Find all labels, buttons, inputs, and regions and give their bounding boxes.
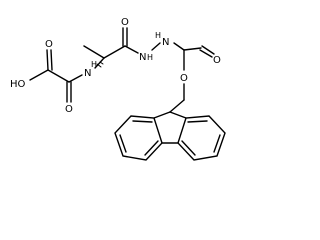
label-ala-carbonyl-o: O: [121, 17, 129, 28]
label-carbamate-o: O: [213, 55, 221, 66]
bond-oxalyl-n: [68, 74, 83, 83]
label-ester-o: O: [180, 73, 188, 84]
bond-carbonyl-n1: [124, 45, 139, 54]
structure-drawing: HO O O N H O N H N H O O: [10, 17, 226, 161]
label-oxalyl-o: O: [65, 104, 73, 115]
bond-carbamate-o-double-a: [201, 45, 215, 55]
label-hydrazide-n2: N: [162, 37, 169, 48]
bond-n-calpha: [94, 57, 105, 69]
label-amide-n: N: [84, 68, 91, 79]
bond-ch2-c9: [169, 99, 185, 113]
label-hydrazide-h1: H: [147, 53, 153, 62]
bond-n1-n2: [151, 42, 161, 51]
bond-c9-right: [169, 111, 187, 119]
right-ring-double-1: [187, 120, 208, 123]
bond-n2-carbamate: [173, 42, 185, 51]
molecule-svg: HO O O N H O N H N H O O: [10, 17, 226, 161]
bond-carbamate-c: [183, 47, 202, 51]
bond-c9-left: [153, 111, 171, 119]
right-ring-double-2: [213, 134, 221, 153]
stereo-hash-2: [96, 63, 102, 68]
fluorene-left-ring: [114, 115, 163, 161]
bond-cooh-c-o-double-b: [50, 49, 53, 71]
bond-carbamate-o-double-b: [199, 49, 213, 58]
right-ring-double-3: [181, 140, 196, 156]
stereo-hash-1: [99, 61, 104, 65]
fluorene-right-ring: [177, 115, 226, 161]
left-ring-double-2: [119, 134, 127, 153]
left-ring-double-1: [132, 120, 153, 123]
label-carboxyl-o: O: [45, 39, 53, 50]
label-hydrazide-n1: N: [139, 52, 146, 63]
bond-cooh-c-oh: [29, 69, 49, 81]
left-ring-double-3: [144, 140, 159, 156]
label-amide-h: H: [91, 60, 97, 69]
bond-calpha-methyl: [83, 45, 105, 59]
bond-cooh-c-o-double-a: [46, 49, 49, 71]
bond-c-c-oxalyl: [47, 69, 70, 83]
label-hydrazide-h2: H: [155, 31, 161, 40]
label-carboxyl-oh: HO: [10, 79, 26, 90]
bond-calpha-carbonyl: [103, 45, 126, 59]
